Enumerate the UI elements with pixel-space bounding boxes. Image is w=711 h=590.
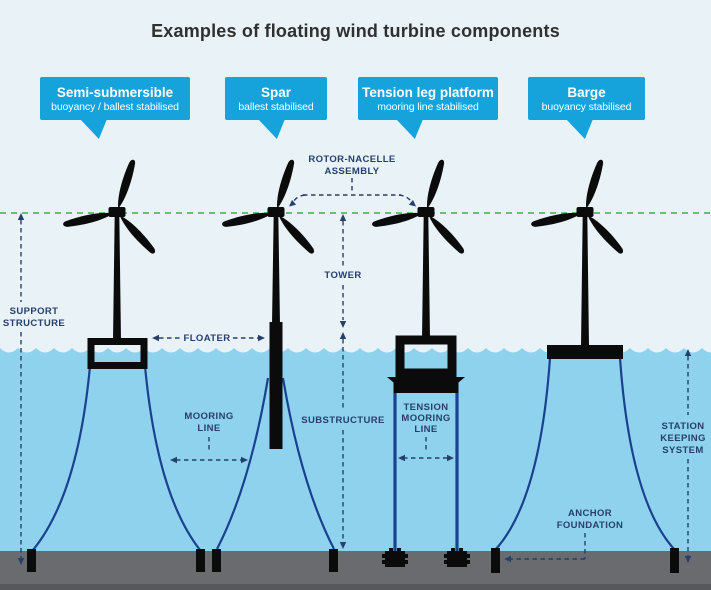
- anchors: [27, 548, 679, 573]
- station-keeping-label: STATION: [661, 421, 704, 432]
- anchor-foundation-label: FOUNDATION: [557, 520, 624, 531]
- tlp-base: [387, 377, 465, 393]
- spar-column: [269, 322, 283, 449]
- station-keeping-label: SYSTEM: [662, 445, 703, 456]
- arrow-up-icon: [17, 213, 25, 220]
- anchor-foundation-annotation: ANCHOR FOUNDATION: [504, 508, 624, 563]
- turbine-barge: [531, 159, 624, 359]
- support-structure-label: SUPPORT: [10, 306, 59, 317]
- anchor: [329, 549, 338, 572]
- anchor: [491, 548, 500, 573]
- arrow-right-icon: [258, 334, 265, 342]
- tension-mooring-label: LINE: [414, 424, 437, 435]
- turbine-semi-submersible: [63, 159, 156, 369]
- floater-annotation: FLOATER: [152, 333, 265, 344]
- tension-mooring-label: TENSION: [403, 402, 448, 413]
- arrow-down-icon: [339, 542, 347, 549]
- tension-mooring-label: MOORING: [401, 413, 450, 424]
- mooring-line: [281, 377, 335, 550]
- arrow-right-icon: [447, 454, 454, 462]
- rotor-blades: [372, 159, 465, 254]
- arrow-up-icon: [339, 214, 347, 221]
- mooring-line-label: LINE: [197, 423, 220, 434]
- platform-name: Spar: [260, 84, 291, 100]
- arrow-left-icon: [152, 334, 159, 342]
- tower: [113, 207, 121, 341]
- page-title: Examples of floating wind turbine compon…: [151, 21, 560, 41]
- tension-mooring-annotation: TENSION MOORING LINE: [398, 402, 454, 462]
- station-keeping-label: KEEPING: [660, 433, 706, 444]
- support-structure-annotation: SUPPORT STRUCTURE: [3, 213, 65, 565]
- mooring-line: [143, 365, 201, 551]
- floater: [87, 338, 148, 369]
- arrow-down-icon: [339, 321, 347, 328]
- platform-subtitle: mooring line stabilised: [377, 100, 479, 113]
- anchor-foundation-label: ANCHOR: [568, 508, 612, 519]
- arrow-down-icon: [17, 558, 25, 565]
- platform-name: Tension leg platform: [362, 84, 494, 100]
- barge-hull: [547, 345, 623, 359]
- mooring-line: [618, 357, 675, 550]
- rotor-nacelle-label: ASSEMBLY: [324, 166, 379, 177]
- rotor-blades: [222, 159, 315, 254]
- mooring-line: [216, 377, 270, 550]
- callout-semi-submersible: Semi-submersible buoyancy / ballest stab…: [40, 77, 190, 120]
- mooring-lines: [32, 357, 675, 552]
- rotor-blades: [63, 159, 156, 254]
- anchor: [670, 548, 679, 573]
- rotor-nacelle-label: ROTOR-NACELLE: [308, 154, 395, 165]
- turbine-spar: [222, 159, 315, 449]
- platform-subtitle: ballest stabilised: [238, 100, 314, 113]
- anchor: [27, 549, 36, 572]
- arrow-down-icon: [684, 556, 692, 563]
- callout-tension-leg-platform: Tension leg platform mooring line stabil…: [358, 77, 498, 120]
- support-structure-label: STRUCTURE: [3, 318, 65, 329]
- tower-label: TOWER: [324, 270, 361, 281]
- seabed-dark-strip: [0, 584, 711, 590]
- arrow-down-left-icon: [289, 199, 297, 207]
- anchor: [196, 549, 205, 572]
- mooring-line-label: MOORING: [184, 411, 233, 422]
- tower: [581, 207, 589, 347]
- platform-subtitle: buoyancy stabilised: [541, 100, 632, 113]
- arrow-left-icon: [170, 456, 177, 464]
- mooring-line: [32, 365, 92, 551]
- arrow-down-right-icon: [408, 199, 416, 207]
- platform-subtitle: buoyancy / ballest stabilised: [51, 100, 179, 113]
- floater-label: FLOATER: [184, 333, 231, 344]
- callout-spar: Spar ballest stabilised: [225, 77, 327, 120]
- tlp-anchor: [382, 548, 408, 567]
- seabed: [0, 551, 711, 590]
- station-keeping-annotation: STATION KEEPING SYSTEM: [660, 349, 706, 563]
- tower-substructure-annotation: TOWER SUBSTRUCTURE: [301, 214, 384, 549]
- arrow-right-icon: [241, 456, 248, 464]
- tower: [272, 207, 280, 325]
- tlp-anchor: [444, 548, 470, 567]
- tower: [422, 207, 430, 340]
- platform-name: Semi-submersible: [56, 84, 174, 100]
- sea-water: [0, 348, 711, 552]
- callout-barge: Barge buoyancy stabilised: [528, 77, 645, 120]
- turbine-tension-leg-platform: [372, 159, 465, 393]
- rotor-nacelle-annotation: ROTOR-NACELLE ASSEMBLY: [289, 154, 416, 207]
- substructure-label: SUBSTRUCTURE: [301, 415, 384, 426]
- mooring-line: [495, 357, 552, 550]
- anchor: [212, 549, 221, 572]
- arrow-left-icon: [398, 454, 405, 462]
- arrow-left-icon: [504, 555, 511, 563]
- rotor-blades: [531, 159, 624, 254]
- arrow-up-icon: [339, 332, 347, 339]
- tlp-frame: [395, 335, 457, 378]
- arrow-up-icon: [684, 349, 692, 356]
- mooring-line-annotation: MOORING LINE: [170, 411, 248, 464]
- platform-name: Barge: [567, 84, 606, 100]
